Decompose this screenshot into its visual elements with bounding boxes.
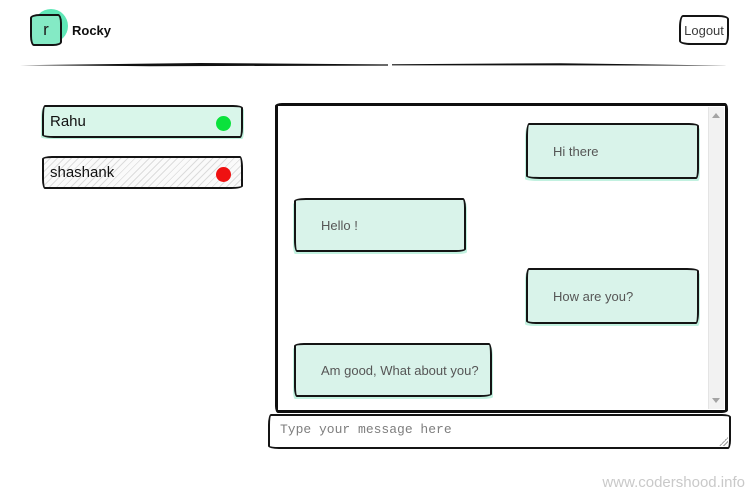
watermark: www.codershood.info [602, 474, 745, 491]
message-text: Am good, What about you? [321, 362, 479, 378]
message-text: Hello ! [321, 217, 358, 233]
message-bubble-outgoing: Hello ! [294, 198, 466, 252]
chat-scrollbar[interactable] [708, 107, 724, 409]
scroll-down-icon[interactable] [712, 398, 720, 403]
header-divider [20, 63, 730, 67]
offline-status-dot [216, 167, 231, 182]
current-username: Rocky [72, 23, 112, 38]
message-text: Hi there [553, 143, 599, 159]
message-text: How are you? [553, 288, 634, 304]
message-bubble-outgoing: Am good, What about you? [294, 343, 492, 397]
buddy-name: shashank [50, 164, 115, 181]
buddy-item-rahu[interactable]: Rahu [42, 105, 243, 138]
avatar-letter: r [30, 14, 62, 46]
message-input[interactable] [268, 414, 731, 449]
online-status-dot [216, 116, 231, 131]
scroll-up-icon[interactable] [712, 113, 720, 118]
user-avatar: r [30, 9, 68, 49]
logout-button[interactable]: Logout [679, 15, 729, 45]
buddy-item-shashank[interactable]: shashank [42, 156, 243, 189]
message-bubble-incoming: How are you? [526, 268, 699, 324]
message-bubble-incoming: Hi there [526, 123, 699, 179]
buddy-name: Rahu [50, 113, 86, 130]
chat-message-panel: Hi there Hello ! How are you? Am good, W… [275, 103, 728, 413]
